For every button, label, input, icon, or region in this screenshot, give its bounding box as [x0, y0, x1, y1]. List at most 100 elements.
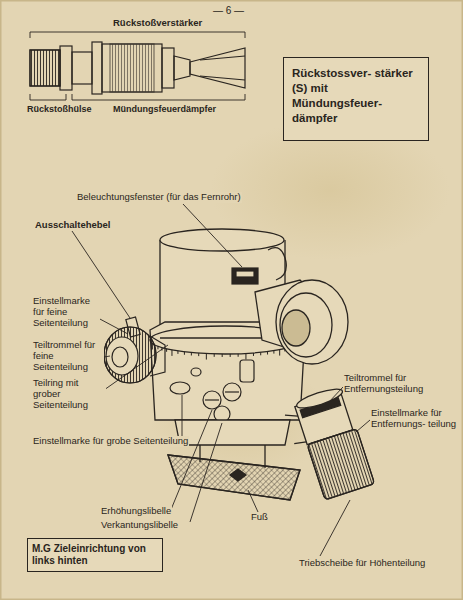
leader-line	[320, 500, 350, 556]
recoil-booster	[30, 50, 60, 86]
range-drum	[307, 429, 374, 500]
eyepiece	[276, 280, 348, 364]
graduated-ring	[260, 352, 261, 355]
illumination-window	[236, 271, 254, 277]
graduated-ring	[157, 346, 158, 349]
part-label: Einstellmarke für Entfernungs- teilung	[370, 408, 458, 430]
recoil-booster	[102, 44, 162, 92]
eyepiece	[255, 280, 348, 364]
leader-line	[248, 490, 258, 512]
graduated-ring	[184, 352, 185, 355]
text-box: M.G Zieleinrichtung von links hinten	[27, 538, 163, 572]
graduated-ring	[177, 351, 178, 354]
recoil-booster	[30, 42, 245, 94]
part-label: — 6 —	[212, 5, 245, 17]
dimension-bracket	[72, 94, 245, 100]
part-label: Triebscheibe für Höhenteilung	[298, 558, 426, 569]
level-vials	[191, 368, 201, 376]
level-vials	[170, 360, 254, 422]
part-label: Teiltrommel für Entfernungsteilung	[343, 373, 461, 395]
recoil-booster	[92, 42, 102, 94]
graduated-ring	[245, 353, 246, 359]
dimension-bracket	[30, 32, 245, 100]
part-label: Einstellmarke für grobe Seitenteilung	[32, 436, 189, 447]
part-label: Erhöhungslibelle	[100, 506, 172, 517]
leader-line	[98, 318, 128, 334]
graduated-ring	[191, 353, 192, 356]
illumination-window	[232, 268, 258, 284]
mounting-foot	[230, 469, 246, 481]
leader-line	[183, 204, 242, 267]
graduated-ring	[166, 349, 167, 352]
recoil-booster	[30, 50, 60, 86]
box-text: Rückstossver- stärker (S) mit Mündungsfe…	[292, 66, 420, 126]
eyepiece	[280, 293, 332, 357]
recoil-booster	[72, 52, 92, 84]
fine-deflection-drum	[112, 347, 128, 367]
sight-housing	[268, 248, 286, 280]
range-drum	[282, 385, 375, 504]
part-label: Einstellmarke für feine Seitenteilung	[32, 296, 100, 329]
leader-line	[170, 410, 212, 512]
range-drum	[307, 429, 374, 500]
eyepiece	[282, 310, 310, 346]
leader-line	[182, 395, 183, 436]
fine-deflection-drum	[104, 327, 156, 383]
part-label: Teilring mit grober Seitenteilung	[32, 378, 106, 411]
leader-line	[328, 387, 343, 403]
sight-housing	[160, 229, 284, 251]
fine-deflection-drum	[104, 327, 165, 383]
mounting-foot	[168, 420, 300, 500]
text-box: Rückstossver- stärker (S) mit Mündungsfe…	[283, 57, 429, 141]
fine-deflection-drum	[104, 327, 156, 383]
level-vials	[225, 391, 239, 392]
mounting-foot	[168, 455, 300, 500]
graduated-ring	[238, 354, 239, 357]
graduated-ring	[222, 354, 223, 357]
dimension-bracket	[30, 32, 245, 38]
leader-line	[104, 345, 168, 390]
recoil-booster	[190, 48, 245, 88]
recoil-booster	[200, 56, 245, 60]
part-label: Mündungsfeuerdämpfer	[112, 104, 217, 114]
graduated-ring	[198, 353, 199, 356]
dimension-bracket	[30, 94, 66, 100]
part-label: Rückstoßverstärker	[112, 18, 203, 29]
graduated-ring	[273, 351, 274, 354]
graduated-ring	[279, 350, 280, 356]
level-vials	[223, 383, 241, 401]
graduated-ring	[214, 354, 215, 357]
part-label: Rückstoßhülse	[26, 104, 93, 114]
mounting-foot	[168, 455, 300, 500]
level-vials	[170, 382, 190, 394]
part-label: Fuß	[250, 512, 269, 523]
part-label: Teiltrommel für feine Seitenteilung	[32, 340, 104, 373]
recoil-booster	[200, 76, 245, 80]
illumination-window	[232, 268, 258, 284]
graduated-ring	[152, 343, 298, 360]
part-label: Beleuchtungsfenster (für das Fernrohr)	[76, 192, 242, 203]
graduated-ring	[253, 353, 254, 356]
graduated-ring	[230, 354, 231, 357]
leader-line	[190, 423, 222, 522]
recoil-booster	[174, 56, 190, 80]
level-vials	[205, 399, 219, 400]
part-label: Verkantungslibelle	[100, 520, 179, 531]
box-text: M.G Zieleinrichtung von links hinten	[32, 543, 158, 566]
graduated-ring	[171, 350, 172, 356]
part-label: Ausschaltehebel	[34, 220, 112, 231]
mounting-foot	[175, 420, 290, 445]
mounting-foot	[200, 445, 265, 468]
recoil-booster	[110, 44, 154, 92]
recoil-booster	[60, 46, 72, 90]
range-drum	[295, 385, 344, 411]
level-vials	[240, 360, 254, 382]
leader-line	[356, 420, 370, 432]
graduated-ring	[267, 352, 268, 355]
range-drum	[285, 411, 306, 445]
leader-line	[72, 204, 370, 556]
